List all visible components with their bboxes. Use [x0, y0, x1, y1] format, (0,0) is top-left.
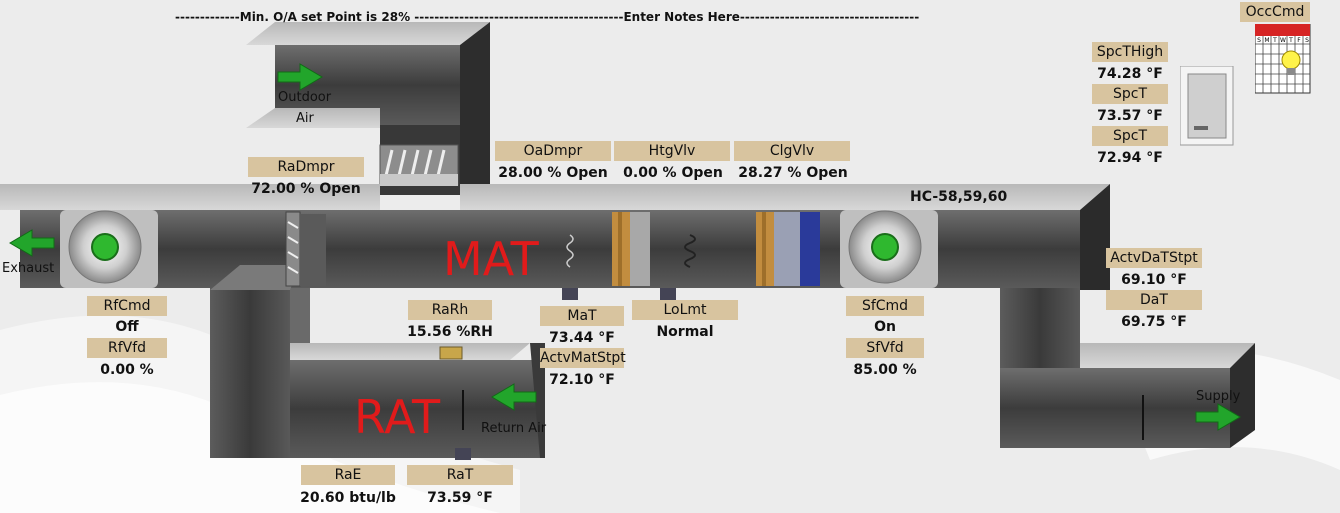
calendar-day-label: W — [1280, 37, 1286, 44]
airflow-arrow-icon — [491, 383, 537, 411]
supply-fan-graphic — [840, 210, 938, 288]
actvdatstpt-value: 69.10 °F — [1121, 272, 1187, 288]
return-fan-graphic — [60, 210, 158, 288]
radmpr-label[interactable]: RaDmpr — [248, 157, 364, 177]
calendar-day-label: S — [1305, 37, 1309, 44]
htgvlv-value: 0.00 % Open — [623, 165, 723, 181]
cooling-coil-graphic — [756, 212, 820, 286]
rat-section-label: RAT — [354, 390, 441, 444]
ra-damper-graphic — [285, 211, 326, 287]
calendar-day-label: S — [1257, 37, 1261, 44]
rat-value: 73.59 °F — [427, 490, 493, 506]
outdoor-air-label-1: Outdoor — [278, 90, 332, 105]
calendar-day-label: M — [1264, 37, 1269, 44]
rae-value: 20.60 btu/lb — [300, 490, 396, 506]
airflow-arrow-icon — [277, 63, 323, 91]
exhaust-label: Exhaust — [2, 261, 55, 276]
calendar-day-label: T — [1288, 37, 1293, 44]
spct-value-2: 72.94 °F — [1097, 150, 1163, 166]
radmpr-value: 72.00 % Open — [251, 181, 361, 197]
unit-id: HC-58,59,60 — [910, 189, 1008, 205]
return-air-label: Return Air — [481, 421, 547, 436]
occcmd-label[interactable]: OccCmd — [1240, 2, 1310, 22]
htgvlv-label[interactable]: HtgVlv — [614, 141, 730, 161]
lolmt-sensor-graphic — [660, 288, 676, 300]
rfcmd-label[interactable]: RfCmd — [87, 296, 167, 316]
mat-label[interactable]: MaT — [540, 306, 624, 326]
supply-label: Supply — [1196, 389, 1241, 404]
rarh-value: 15.56 %RH — [407, 324, 493, 340]
airflow-arrow-icon — [9, 229, 55, 257]
outdoor-air-label-2: Air — [296, 111, 314, 126]
spcthigh-label[interactable]: SpcTHigh — [1092, 42, 1168, 62]
rat-sensor-graphic — [455, 448, 471, 460]
sfcmd-value: On — [874, 319, 896, 335]
clgvlv-value: 28.27 % Open — [738, 165, 848, 181]
spct-value-1: 73.57 °F — [1097, 108, 1163, 124]
calendar-day-label: T — [1272, 37, 1277, 44]
dat-label[interactable]: DaT — [1106, 290, 1202, 310]
spct-label-1[interactable]: SpcT — [1092, 84, 1168, 104]
actvdatstpt-label[interactable]: ActvDaTStpt — [1106, 248, 1202, 268]
oadmpr-label[interactable]: OaDmpr — [495, 141, 611, 161]
actvmatstpt-label[interactable]: ActvMatStpt — [540, 348, 626, 368]
rat-label[interactable]: RaT — [407, 465, 513, 485]
lightbulb-icon — [1281, 50, 1301, 75]
clgvlv-label[interactable]: ClgVlv — [734, 141, 850, 161]
airflow-arrow-icon — [1195, 403, 1241, 431]
spct-label-2[interactable]: SpcT — [1092, 126, 1168, 146]
rae-label[interactable]: RaE — [301, 465, 395, 485]
mat-sensor-graphic — [562, 288, 578, 300]
rfcmd-value: Off — [115, 319, 139, 335]
mat-section-label: MAT — [443, 232, 539, 286]
sfvfd-value: 85.00 % — [853, 362, 917, 378]
lolmt-label[interactable]: LoLmt — [632, 300, 738, 320]
rarh-label[interactable]: RaRh — [408, 300, 492, 320]
rfvfd-value: 0.00 % — [100, 362, 154, 378]
oadmpr-value: 28.00 % Open — [498, 165, 608, 181]
rh-sensor-graphic — [439, 346, 463, 360]
dat-value: 69.75 °F — [1121, 314, 1187, 330]
calendar-day-label: F — [1297, 37, 1301, 44]
mat-value: 73.44 °F — [549, 330, 615, 346]
notes-banner[interactable]: -------------Min. O/A set Point is 28% -… — [175, 10, 920, 24]
oa-damper-graphic — [379, 144, 459, 186]
actvmatstpt-value: 72.10 °F — [549, 372, 615, 388]
lolmt-value: Normal — [656, 324, 714, 340]
sfvfd-label[interactable]: SfVfd — [846, 338, 924, 358]
heating-coil-graphic — [612, 212, 650, 286]
spcthigh-value: 74.28 °F — [1097, 66, 1163, 82]
rfvfd-label[interactable]: RfVfd — [87, 338, 167, 358]
sfcmd-label[interactable]: SfCmd — [846, 296, 924, 316]
thermostat-icon — [1180, 66, 1234, 146]
